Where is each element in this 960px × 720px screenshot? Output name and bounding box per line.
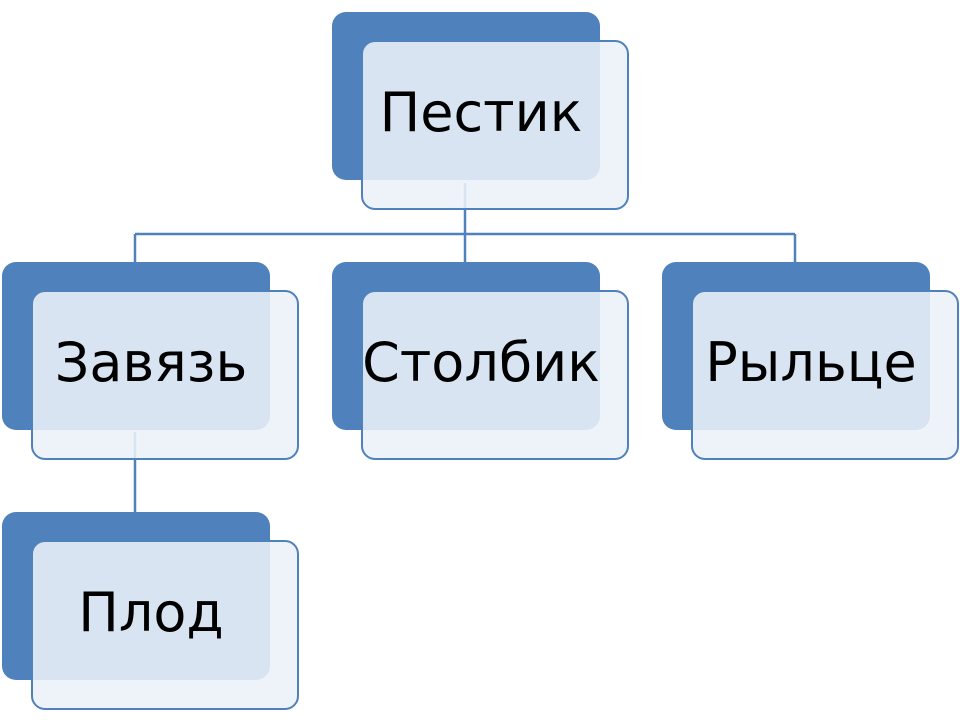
node-front-shape xyxy=(31,290,299,460)
node-front-shape xyxy=(691,290,959,460)
node-front-shape xyxy=(31,540,299,710)
node-stigma: Рыльце xyxy=(662,262,960,462)
node-ovary: Завязь xyxy=(2,262,300,462)
node-front-shape xyxy=(361,40,629,210)
node-label: Пестик xyxy=(379,80,583,144)
node-fruit: Плод xyxy=(2,512,300,712)
node-label: Столбик xyxy=(362,330,600,394)
node-style: Столбик xyxy=(332,262,630,462)
node-label: Рыльце xyxy=(705,330,917,394)
node-front-shape xyxy=(361,290,629,460)
node-label: Завязь xyxy=(54,330,248,394)
node-pistil: Пестик xyxy=(332,12,630,212)
node-label: Плод xyxy=(78,580,224,644)
